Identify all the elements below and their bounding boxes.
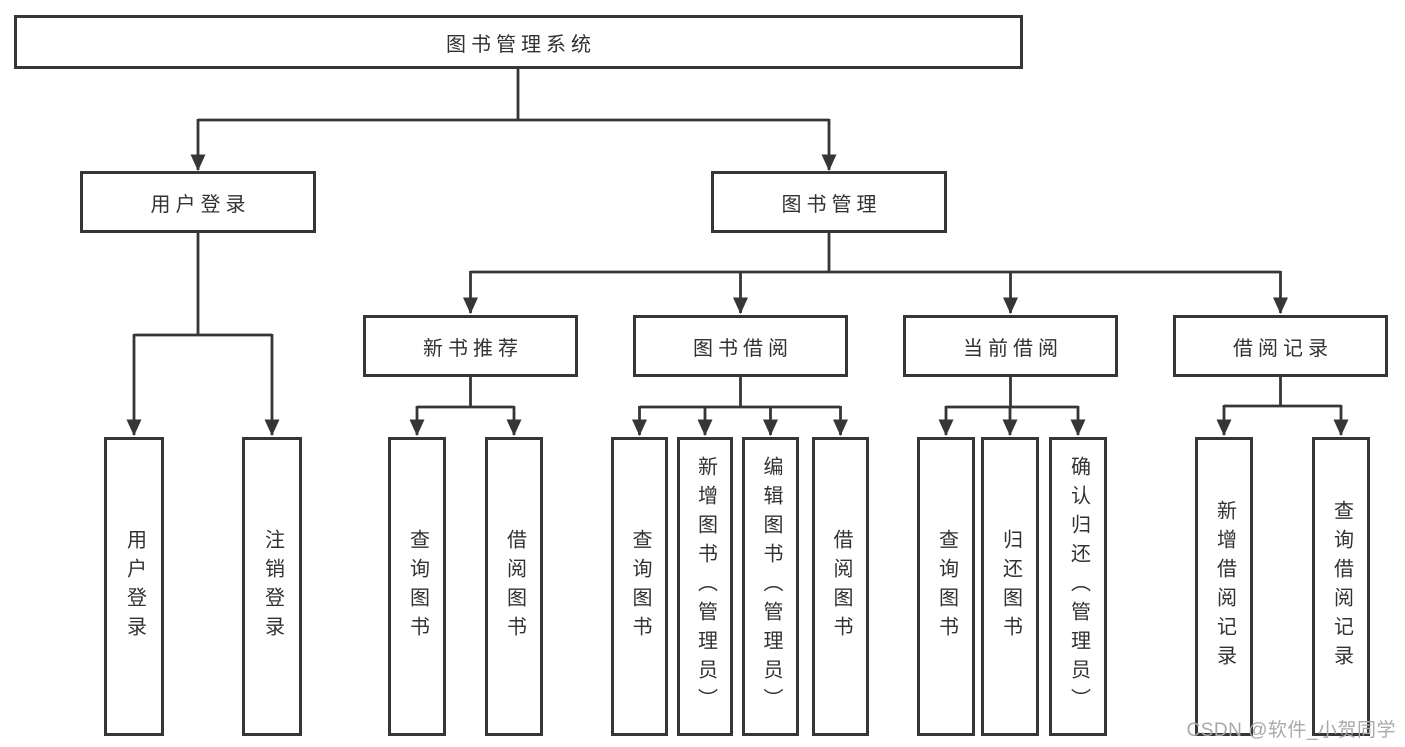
leaf-label: 用户登录 bbox=[123, 528, 146, 645]
edge-new-book-rec-leaves bbox=[417, 377, 514, 409]
leaf-return-books: 归还图书 bbox=[981, 437, 1039, 736]
edge-root-level2 bbox=[198, 69, 829, 122]
node-user-login-branch: 用户登录 bbox=[80, 171, 316, 233]
leaf-label: 编辑图书（管理员） bbox=[760, 456, 782, 717]
leaf-label: 确认归还（管理员） bbox=[1067, 456, 1090, 717]
node-book-borrow: 图书借阅 bbox=[633, 315, 848, 377]
edge-book-mgmt-level3 bbox=[470, 233, 1281, 274]
leaf-add-borrow-record: 新增借阅记录 bbox=[1195, 437, 1253, 736]
leaf-label: 新增借阅记录 bbox=[1213, 499, 1236, 674]
leaf-label: 查询图书 bbox=[629, 528, 651, 645]
node-borrow-records: 借阅记录 bbox=[1173, 315, 1388, 377]
leaf-label: 查询图书 bbox=[935, 528, 958, 645]
leaf-label: 借阅图书 bbox=[503, 528, 526, 645]
edge-book-borrow-leaves bbox=[639, 377, 841, 409]
leaf-borrow-books-rec: 借阅图书 bbox=[485, 437, 543, 736]
leaf-query-books-current: 查询图书 bbox=[917, 437, 975, 736]
leaf-label: 归还图书 bbox=[999, 528, 1022, 645]
edge-borrow-records-leaves bbox=[1224, 377, 1341, 408]
leaf-query-books-rec: 查询图书 bbox=[388, 437, 446, 736]
node-book-mgmt-branch: 图书管理 bbox=[711, 171, 947, 233]
leaf-label: 借阅图书 bbox=[830, 528, 852, 645]
leaf-label: 注销登录 bbox=[261, 528, 284, 645]
leaf-query-borrow-record: 查询借阅记录 bbox=[1312, 437, 1370, 736]
node-new-book-rec: 新书推荐 bbox=[363, 315, 578, 377]
edge-user-login-leaves bbox=[134, 233, 272, 337]
leaf-label: 查询借阅记录 bbox=[1330, 499, 1353, 674]
node-current-borrow: 当前借阅 bbox=[903, 315, 1118, 377]
leaf-edit-books-admin: 编辑图书（管理员） bbox=[742, 437, 799, 736]
leaf-label: 查询图书 bbox=[406, 528, 429, 645]
csdn-watermark: CSDN @软件_小贺同学 bbox=[1186, 720, 1396, 741]
leaf-add-books-admin: 新增图书（管理员） bbox=[677, 437, 733, 736]
leaf-label: 新增图书（管理员） bbox=[694, 456, 717, 717]
node-root: 图书管理系统 bbox=[14, 15, 1023, 69]
leaf-borrow-books: 借阅图书 bbox=[812, 437, 869, 736]
leaf-query-books-borrow: 查询图书 bbox=[611, 437, 668, 736]
leaf-confirm-return-admin: 确认归还（管理员） bbox=[1049, 437, 1107, 736]
leaf-user-login: 用户登录 bbox=[104, 437, 164, 736]
edge-current-borrow-leaves bbox=[946, 377, 1078, 409]
leaf-logout: 注销登录 bbox=[242, 437, 302, 736]
